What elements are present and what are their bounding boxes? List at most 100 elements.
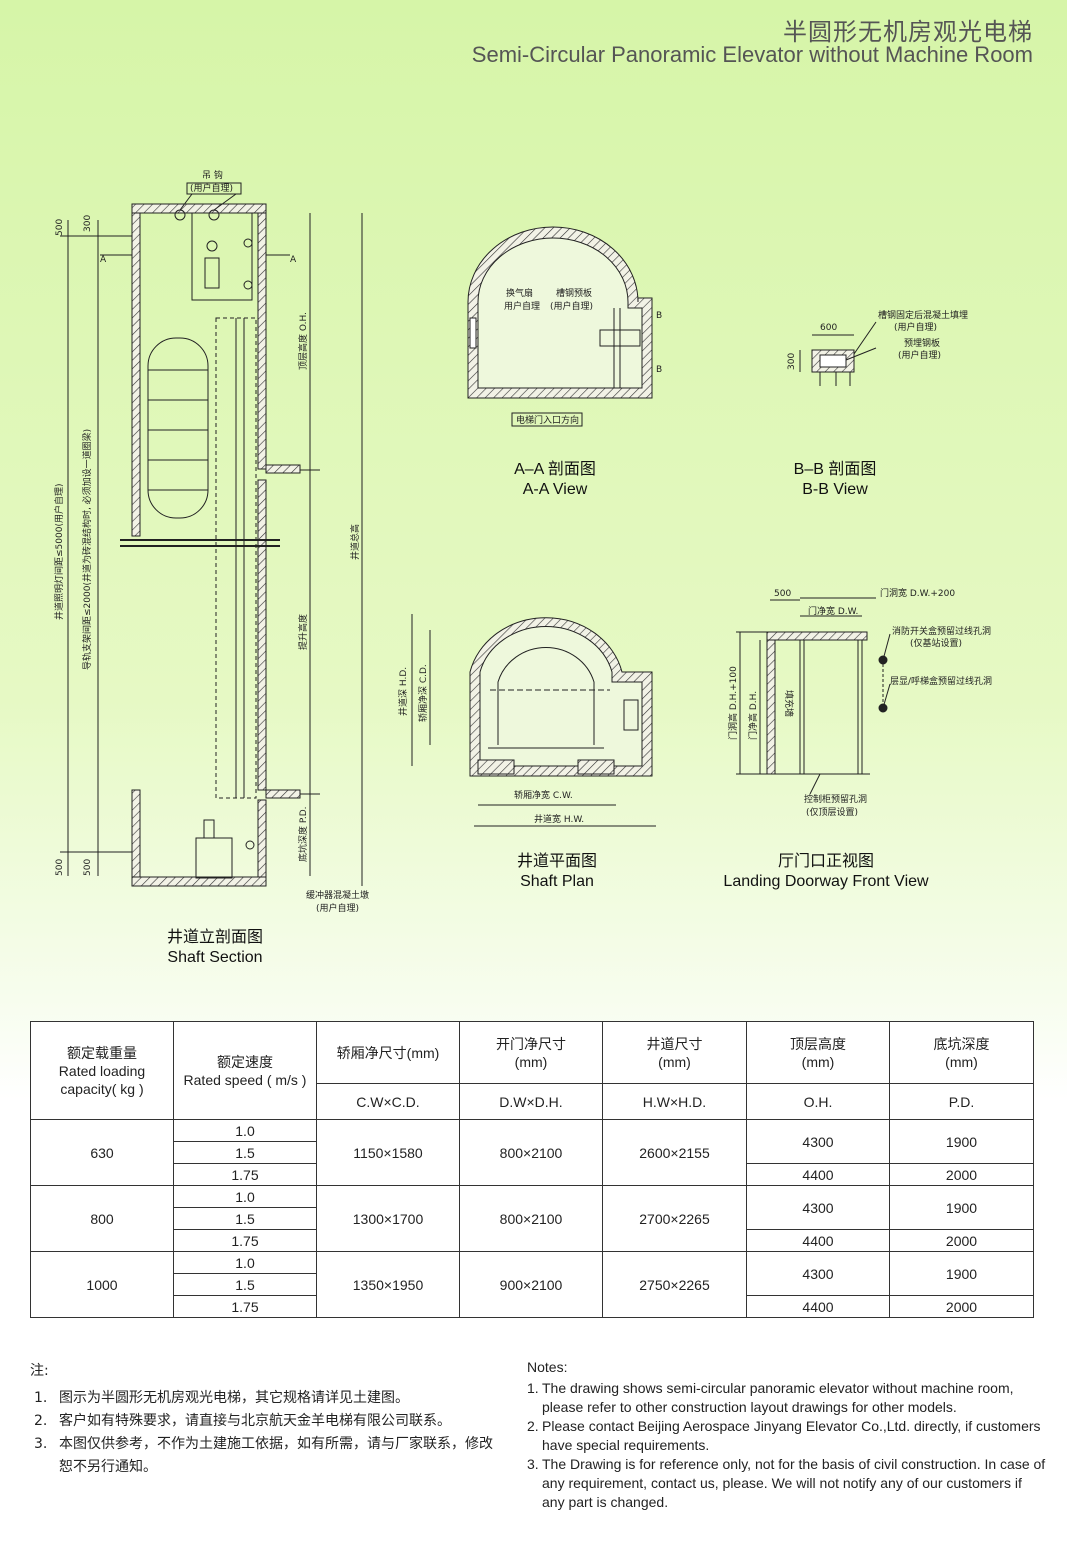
list-item: 3.The Drawing is for reference only, not… <box>527 1456 1046 1510</box>
oh-cell: 4300 <box>746 1185 890 1230</box>
plan-cw: 轿厢净宽 C.W. <box>514 789 573 801</box>
landing-opening-height: 门洞高 D.H.+100 <box>727 666 739 740</box>
speed-cell: 1.0 <box>173 1251 317 1274</box>
oh-cell: 4300 <box>746 1119 890 1164</box>
table-row: 630 1.0 1150×1580 800×2100 2600×2155 430… <box>30 1119 1034 1186</box>
bb-view-title-en: B-B View <box>802 481 868 498</box>
pd-cell: 2000 <box>889 1163 1034 1186</box>
speed-cell: 1.5 <box>173 1207 317 1230</box>
aa-view-title-cn: A–A 剖面图 <box>514 461 596 478</box>
shaft-cell: 2700×2265 <box>602 1185 747 1252</box>
list-item: 2.Please contact Beijing Aerospace Jinya… <box>527 1418 1041 1453</box>
list-item: 3.本图仅供参考，不作为土建施工依据，如有所需，请与厂家联系，修改恕不另行通知。 <box>34 1436 493 1475</box>
control-hole-note: (仅顶层设置) <box>806 806 858 818</box>
section-a-left: A <box>100 255 107 265</box>
hook-note: (用户自理) <box>190 182 233 194</box>
page-title-en: Semi-Circular Panoramic Elevator without… <box>471 42 1033 67</box>
subheader-car: C.W×C.D. <box>316 1083 460 1120</box>
oh-cell: 4300 <box>746 1251 890 1296</box>
subheader-pd: P.D. <box>889 1083 1034 1120</box>
bb-note-1: 槽钢固定后混凝土填埋 <box>878 309 968 321</box>
fire-hole-label: 消防开关盒预留过线孔洞 <box>892 625 991 637</box>
technical-drawings: 吊 钩 (用户自理) A A 500 300 500 500 井道照明灯间距≤5… <box>53 169 992 914</box>
landing-title-cn: 厅门口正视图 <box>777 853 874 870</box>
car-cell: 1350×1950 <box>316 1251 460 1318</box>
pd-cell: 1900 <box>889 1251 1034 1296</box>
table-row: 800 1.0 1300×1700 800×2100 2700×2265 430… <box>30 1185 1034 1252</box>
pd-label: 底坑深度 P.D. <box>297 806 309 862</box>
list-item: 1.The drawing shows semi-circular panora… <box>527 1380 1014 1415</box>
shaft-section-title-cn: 井道立剖面图 <box>166 929 263 946</box>
travel-label: 提升高度 <box>297 614 309 650</box>
header-door: 开门净尺寸(mm) <box>459 1021 603 1084</box>
oh-cell: 4400 <box>746 1295 890 1318</box>
dim-300: 300 <box>83 215 93 232</box>
bb-note-2b: (用户自理) <box>898 349 941 361</box>
shaft-height-label: 井道总高 <box>349 524 361 560</box>
header-load: 额定载重量 Rated loading capacity( kg ) <box>30 1021 174 1120</box>
section-b-bottom: B <box>656 365 662 375</box>
dim-500-bottom-b: 500 <box>83 859 93 876</box>
entrance-direction: 电梯门入口方向 <box>516 414 579 426</box>
notes-cn: 注: 1.图示为半圆形无机房观光电梯，其它规格请详见土建图。 2.客户如有特殊要… <box>30 1360 500 1479</box>
oh-cell: 4400 <box>746 1163 890 1186</box>
notes-en: Notes: 1.The drawing shows semi-circular… <box>527 1358 1047 1512</box>
pd-cell: 2000 <box>889 1229 1034 1252</box>
plan-hw: 井道宽 H.W. <box>534 813 584 825</box>
bb-dim-600: 600 <box>820 323 837 333</box>
shaft-plan-title-en: Shaft Plan <box>520 873 594 890</box>
buffer-base-label: 缓冲器混凝土墩 <box>306 889 369 901</box>
speed-cell: 1.5 <box>173 1273 317 1296</box>
list-item: 1.图示为半圆形无机房观光电梯，其它规格请详见土建图。 <box>34 1390 409 1406</box>
rail-bracket-note: 导轨支架间距≤2000(井道为砖混结构时, 必须加设一道圈梁) <box>81 429 93 670</box>
section-a-right: A <box>290 255 297 265</box>
pd-cell: 1900 <box>889 1119 1034 1164</box>
landing-clear-height: 门净高 D.H. <box>747 691 759 740</box>
shaft-cell: 2750×2265 <box>602 1251 747 1318</box>
fire-hole-note: (仅基站设置) <box>910 637 962 649</box>
landing-caption: 厅门口正视图 Landing Doorway Front View <box>706 852 946 892</box>
header-car: 轿厢净尺寸(mm) <box>316 1021 460 1084</box>
steel-plate-label: 槽钢预板 <box>556 287 592 299</box>
aa-view-drawing <box>467 226 653 427</box>
plan-cd: 轿厢净深 C.D. <box>417 664 429 722</box>
door-cell: 800×2100 <box>459 1185 603 1252</box>
oh-label: 顶层高度 O.H. <box>297 312 309 370</box>
header-oh: 顶层高度(mm) <box>746 1021 890 1084</box>
shaft-section-drawing <box>60 182 363 887</box>
page-title-cn: 半圆形无机房观光电梯 <box>783 18 1033 46</box>
speed-cell: 1.75 <box>173 1229 317 1252</box>
car-cell: 1300×1700 <box>316 1185 460 1252</box>
bb-dim-300: 300 <box>787 353 797 370</box>
door-cell: 900×2100 <box>459 1251 603 1318</box>
list-item: 2.客户如有特殊要求，请直接与北京航天金羊电梯有限公司联系。 <box>34 1413 451 1429</box>
steel-plate-note: (用户自理) <box>550 300 593 312</box>
shaft-plan-title-cn: 井道平面图 <box>516 853 597 870</box>
subheader-oh: O.H. <box>746 1083 890 1120</box>
dim-500-top: 500 <box>55 219 65 236</box>
section-b-top: B <box>656 311 662 321</box>
car-cell: 1150×1580 <box>316 1119 460 1186</box>
notes-en-title: Notes: <box>527 1359 568 1375</box>
speed-cell: 1.75 <box>173 1295 317 1318</box>
load-cell: 630 <box>30 1119 174 1186</box>
table-row: 1.75 4400 2000 <box>31 1295 1034 1318</box>
table-row: 1.5 <box>31 1141 1034 1164</box>
aa-view-title-en: A-A View <box>522 481 588 498</box>
shaft-section-caption: 井道立剖面图 Shaft Section <box>140 928 290 968</box>
landing-title-en: Landing Doorway Front View <box>723 873 929 890</box>
lighting-note: 井道照明灯间距≤5000(用户自理) <box>53 484 65 620</box>
pd-cell: 1900 <box>889 1185 1034 1230</box>
plan-hd: 井道深 H.D. <box>397 667 409 716</box>
header-speed: 额定速度 Rated speed ( m/s ) <box>173 1021 317 1120</box>
bb-note-2: 预埋钢板 <box>904 337 940 349</box>
call-hole-label: 层显/呼梯盒预留过线孔洞 <box>890 675 992 687</box>
speed-cell: 1.0 <box>173 1119 317 1142</box>
subheader-shaft: H.W×H.D. <box>602 1083 747 1120</box>
load-cell: 1000 <box>30 1251 174 1318</box>
shaft-cell: 2600×2155 <box>602 1119 747 1186</box>
landing-dim-500: 500 <box>774 589 791 599</box>
door-cell: 800×2100 <box>459 1119 603 1186</box>
speed-cell: 1.75 <box>173 1163 317 1186</box>
aa-view-caption: A–A 剖面图 A-A View <box>480 460 630 500</box>
